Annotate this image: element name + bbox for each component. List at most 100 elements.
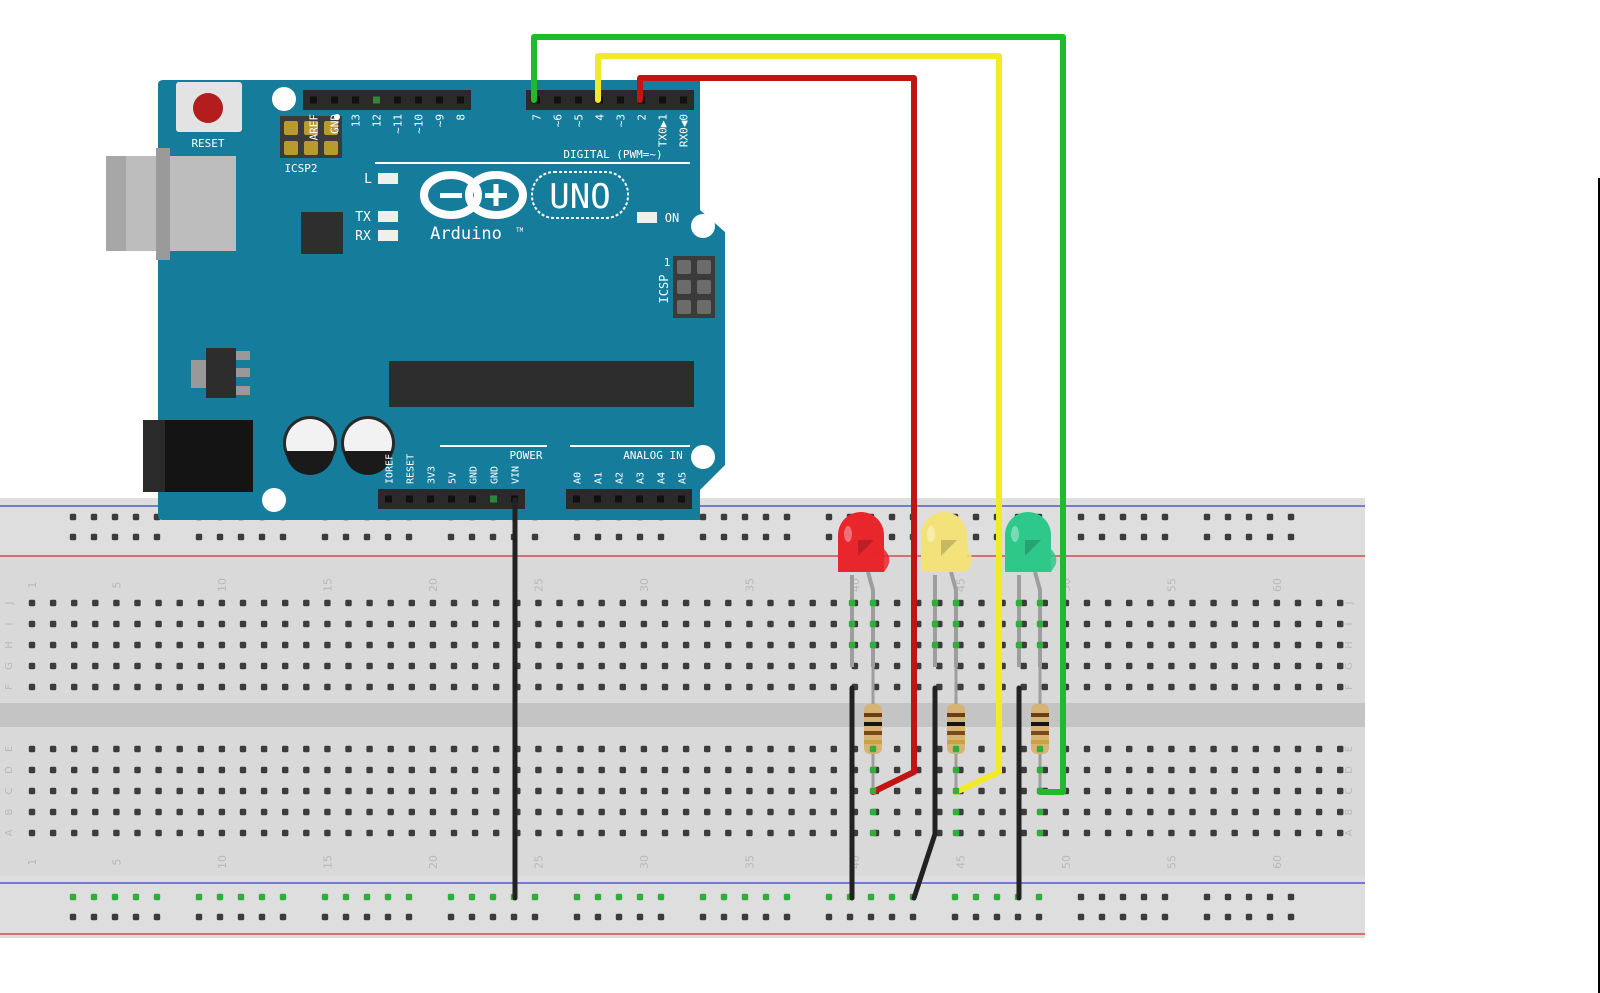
breadboard-hole [809, 766, 816, 774]
header-pin[interactable] [427, 495, 434, 503]
header-pin[interactable] [394, 96, 401, 104]
rail-hole [69, 913, 77, 921]
breadboard-hole [1020, 829, 1027, 837]
breadboard-hole [1231, 808, 1238, 816]
rail-hole [216, 913, 224, 921]
header-pin[interactable] [385, 495, 392, 503]
header-pin[interactable] [457, 96, 464, 104]
breadboard-hole [1294, 662, 1302, 670]
rail-hole [846, 913, 854, 921]
breadboard-hole [682, 808, 690, 816]
breadboard-hole [577, 787, 584, 795]
breadboard-hole [218, 766, 226, 774]
row-letter: B [4, 808, 15, 815]
breadboard-hole [1189, 599, 1196, 607]
header-pin[interactable] [617, 96, 624, 104]
rail-hole [657, 913, 665, 921]
breadboard-hole [176, 808, 183, 816]
resistor[interactable] [864, 667, 882, 837]
header-pin[interactable] [448, 495, 455, 503]
breadboard-hole [71, 829, 78, 837]
breadboard-hole [450, 662, 458, 670]
header-pin[interactable] [573, 495, 580, 503]
rail-hole [69, 893, 77, 901]
led-green[interactable] [1005, 512, 1057, 667]
breadboard-hole [978, 683, 985, 691]
header-pin[interactable] [469, 495, 476, 503]
header-pin[interactable] [680, 96, 687, 104]
breadboard-hole [493, 683, 500, 691]
header-pin[interactable] [310, 96, 317, 104]
rail-hole [1224, 893, 1232, 901]
breadboard-hole [535, 787, 542, 795]
breadboard-hole [577, 808, 584, 816]
breadboard-hole [28, 683, 36, 691]
bottom-power-rail [0, 876, 1365, 938]
breadboard-hole [345, 766, 352, 774]
header-pin[interactable] [331, 96, 338, 104]
rail-hole [153, 893, 161, 901]
rail-hole [1119, 513, 1127, 521]
led-tx [378, 211, 398, 222]
breadboard-hole [450, 766, 458, 774]
header-pin[interactable] [594, 495, 601, 503]
rail-hole [237, 913, 245, 921]
breadboard-hole [176, 766, 183, 774]
led-red[interactable] [838, 512, 890, 667]
breadboard-hole [387, 599, 394, 607]
breadboard-hole [661, 641, 669, 649]
breadboard-hole [746, 808, 753, 816]
breadboard-hole [1231, 766, 1238, 774]
breadboard-hole [366, 808, 373, 816]
breadboard-hole [619, 787, 626, 795]
breadboard-hole [1210, 766, 1217, 774]
breadboard-hole [746, 787, 753, 795]
breadboard-hole [577, 620, 584, 628]
breadboard-hole [282, 829, 289, 837]
header-pin[interactable] [659, 96, 666, 104]
breadboard-hole [471, 599, 479, 607]
header-pin[interactable] [554, 96, 561, 104]
breadboard-hole [1294, 787, 1302, 795]
header-pin[interactable] [352, 96, 359, 104]
reset-button[interactable] [193, 93, 223, 123]
wire-yellow-pin4[interactable] [595, 53, 1002, 795]
header-pin[interactable] [436, 96, 443, 104]
header-pin[interactable] [373, 96, 380, 104]
breadboard-hole [345, 620, 352, 628]
wire-red-pin2[interactable] [637, 75, 917, 795]
rail-hole [867, 913, 875, 921]
breadboard-hole [1337, 641, 1344, 649]
breadboard-hole [725, 641, 732, 649]
rail-hole [972, 893, 980, 901]
breadboard-hole [471, 766, 479, 774]
rail-hole [531, 913, 539, 921]
led-yellow[interactable] [921, 512, 973, 667]
breadboard-hole [134, 599, 141, 607]
header-pin[interactable] [678, 495, 685, 503]
breadboard-hole [1210, 808, 1217, 816]
header-pin[interactable] [415, 96, 422, 104]
breadboard-hole [49, 787, 57, 795]
breadboard-hole [556, 620, 563, 628]
resistor[interactable] [947, 667, 965, 837]
breadboard-hole [535, 766, 542, 774]
breadboard-hole [598, 641, 605, 649]
breadboard-hole [1294, 766, 1302, 774]
header-pin[interactable] [490, 495, 497, 503]
breadboard-hole [1020, 787, 1027, 795]
header-pin[interactable] [615, 495, 622, 503]
breadboard-hole [197, 683, 204, 691]
header-pin[interactable] [636, 495, 643, 503]
resistor[interactable] [1031, 667, 1049, 837]
header-pin[interactable] [575, 96, 582, 104]
breadboard-hole [1083, 745, 1091, 753]
wire-black-led-yellow[interactable] [911, 685, 938, 901]
wire-green-pin7[interactable] [531, 34, 1066, 795]
rail-hole [741, 893, 749, 901]
breadboard-hole [493, 787, 500, 795]
header-pin[interactable] [406, 495, 413, 503]
digital-pin-label: GND [329, 114, 342, 134]
digital-pin-label: 8 [455, 114, 468, 121]
header-pin[interactable] [657, 495, 664, 503]
